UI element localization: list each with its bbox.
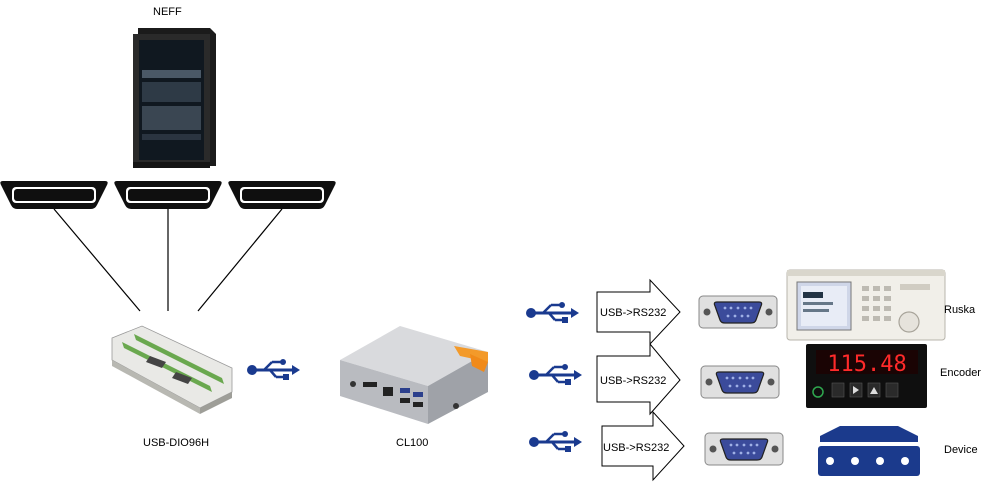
generic-device-icon <box>818 426 920 476</box>
db9-connector-icon <box>700 365 780 399</box>
cable-line <box>53 208 141 312</box>
usb-icon <box>527 362 584 387</box>
converter-label: USB->RS232 <box>600 375 666 387</box>
db25-connector-icon <box>114 181 222 209</box>
converter-arrow: USB->RS232 <box>596 342 681 416</box>
db25-connector-icon <box>228 181 336 209</box>
usb-dio-label: USB-DIO96H <box>143 437 210 449</box>
usb-icon <box>527 429 584 454</box>
cable-line <box>197 208 283 312</box>
server-rack-icon <box>133 28 216 168</box>
converter-label: USB->RS232 <box>600 307 666 319</box>
db25-connector-icon <box>0 181 108 209</box>
pressure-controller-icon <box>786 269 946 341</box>
mini-pc-icon <box>340 326 488 424</box>
converter-arrow: USB->RS232 <box>601 410 685 482</box>
encoder-readout: 115.48 <box>827 352 906 377</box>
ruska-label: Ruska <box>944 304 976 316</box>
converter-label: USB->RS232 <box>603 442 669 454</box>
converter-arrow: USB->RS232 <box>596 278 681 346</box>
device-label: Device <box>944 444 978 456</box>
db9-connector-icon <box>704 432 784 466</box>
cl100-label: CL100 <box>396 437 429 449</box>
db9-connector-icon <box>698 295 778 329</box>
neff-label: NEFF <box>153 6 182 18</box>
usb-icon <box>524 300 581 325</box>
encoder-label: Encoder <box>940 367 981 379</box>
usb-icon <box>245 357 302 382</box>
daq-board-icon <box>111 325 233 414</box>
led-panel-meter-icon: 115.48 <box>806 344 927 408</box>
